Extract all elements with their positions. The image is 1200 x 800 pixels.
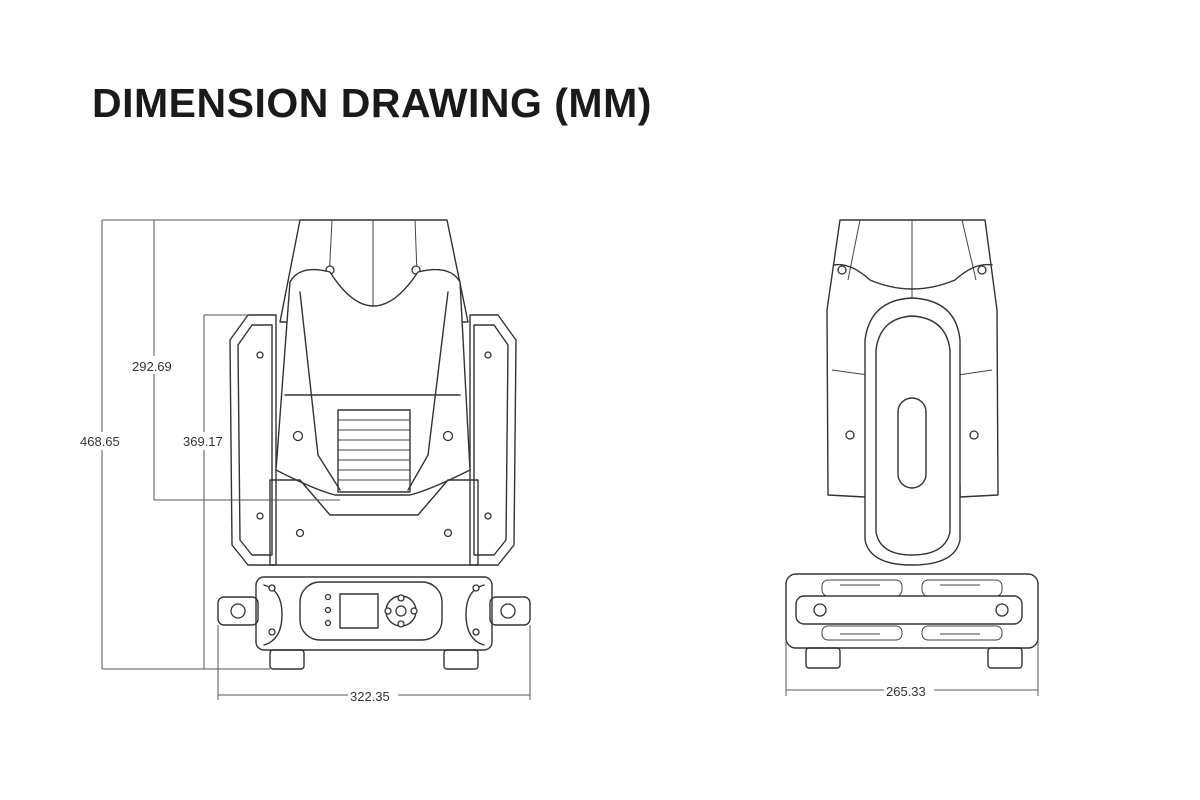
yoke-height-label: 369.17 [183,434,223,449]
page-title: DIMENSION DRAWING (MM) [92,80,652,126]
front-view [217,219,531,670]
side-view [785,219,1039,669]
front-width-label: 322.35 [350,689,390,704]
head-height-label: 292.69 [132,359,172,374]
front-dimensions [101,219,531,700]
side-width-label: 265.33 [886,684,926,699]
total-height-label: 468.65 [80,434,120,449]
